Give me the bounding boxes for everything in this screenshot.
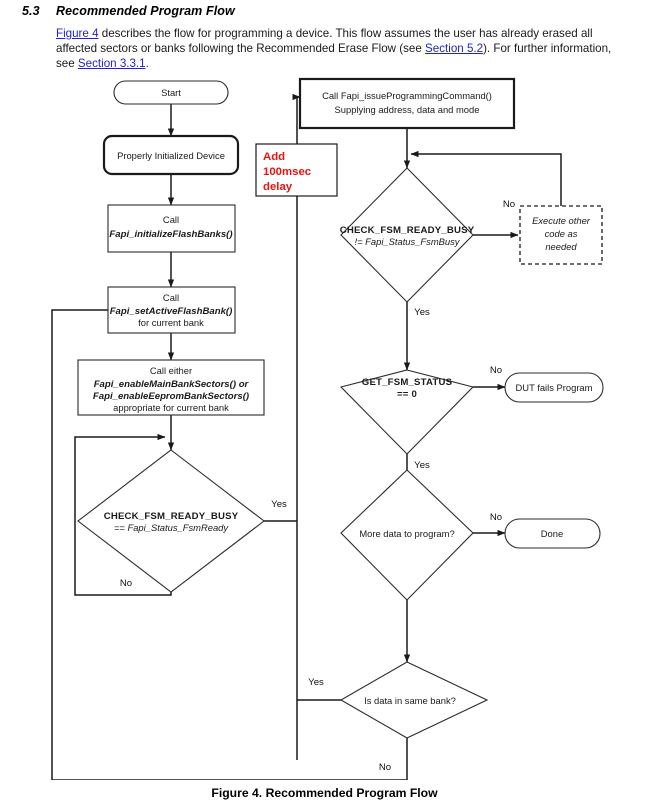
node-set-active-bank-line2: Fapi_setActiveFlashBank() — [110, 306, 233, 317]
node-set-active-bank-line1: Call — [163, 292, 179, 303]
node-enable-sectors-line4: appropriate for current bank — [113, 402, 229, 413]
edge-execute-other-loop — [410, 150, 562, 206]
node-issue-program: Call Fapi_issueProgrammingCommand() Supp… — [298, 77, 516, 130]
figure-caption: Figure 4. Recommended Program Flow — [211, 786, 438, 800]
node-check-busy-line2: != Fapi_Status_FsmBusy — [355, 236, 461, 247]
node-more-data: More data to program? — [340, 469, 474, 601]
node-set-active-bank: Call Fapi_setActiveFlashBank() for curre… — [107, 286, 236, 334]
node-enable-sectors: Call either Fapi_enableMainBankSectors()… — [77, 359, 265, 416]
node-init-device-label: Properly Initialized Device — [117, 150, 225, 161]
edge-check-ready-no-loop — [74, 433, 172, 596]
flowchart-figure: Start Properly Initialized Device Call F… — [0, 70, 649, 780]
node-execute-other-line2: code as — [545, 228, 578, 239]
node-dut-fails: DUT fails Program — [504, 372, 604, 403]
node-get-status-line1: GET_FSM_STATUS — [362, 377, 453, 388]
edge-label-check-busy-yes: Yes — [414, 307, 430, 318]
node-dut-fails-label: DUT fails Program — [516, 382, 593, 393]
edge-label-more-data-no: No — [490, 512, 502, 523]
node-same-bank: Is data in same bank? — [339, 661, 489, 739]
edge-label-check-busy-no: No — [503, 199, 515, 210]
node-check-ready-line1: CHECK_FSM_READY_BUSY — [104, 511, 239, 522]
intro-text-3: . — [145, 57, 149, 71]
node-get-status: GET_FSM_STATUS == 0 — [339, 369, 475, 455]
edge-label-check-ready-no: No — [120, 578, 132, 589]
connector-layer — [51, 93, 562, 780]
node-execute-other-line1: Execute other — [532, 215, 591, 226]
intro-text-2: ). For further information, see — [56, 42, 612, 71]
annotation-add-delay: Add 100msec delay — [255, 143, 338, 197]
node-execute-other-line3: needed — [545, 241, 577, 252]
node-execute-other: Execute other code as needed — [519, 205, 603, 265]
node-check-busy: CHECK_FSM_READY_BUSY != Fapi_Status_FsmB… — [340, 167, 475, 303]
node-init-flash-banks-line1: Call — [163, 214, 179, 225]
node-init-flash-banks-line2: Fapi_initializeFlashBanks() — [109, 229, 232, 240]
node-init-flash-banks: Call Fapi_initializeFlashBanks() — [107, 204, 236, 253]
node-enable-sectors-line1: Call either — [150, 365, 192, 376]
edge-label-get-status-no: No — [490, 365, 502, 376]
edge-same-bank-no-loop — [51, 306, 408, 780]
node-done-label: Done — [541, 528, 563, 539]
intro-paragraph: Figure 4 describes the flow for programm… — [56, 26, 626, 72]
node-check-ready: CHECK_FSM_READY_BUSY == Fapi_Status_FsmR… — [77, 449, 265, 593]
node-same-bank-label: Is data in same bank? — [364, 695, 456, 706]
edge-label-same-bank-yes: Yes — [308, 677, 324, 688]
node-get-status-line2: == 0 — [397, 389, 417, 400]
node-enable-sectors-line2: Fapi_enableMainBankSectors() or — [94, 379, 250, 390]
link-section-3-3-1[interactable]: Section 3.3.1 — [77, 57, 146, 71]
node-enable-sectors-line3: Fapi_enableEepromBankSectors() — [93, 391, 249, 402]
link-figure-4[interactable]: Figure 4 — [56, 27, 99, 40]
node-start-label: Start — [161, 87, 181, 98]
section-heading: 5.3 Recommended Program Flow — [22, 4, 622, 18]
node-done: Done — [504, 518, 601, 549]
node-start: Start — [113, 80, 229, 105]
annotation-delay-line2: 100msec — [263, 166, 311, 178]
link-section-5-2[interactable]: Section 5.2 — [425, 42, 484, 56]
node-check-busy-line1: CHECK_FSM_READY_BUSY — [340, 225, 475, 236]
node-issue-program-line2: Supplying address, data and mode — [335, 104, 480, 115]
edge-label-check-ready-yes: Yes — [271, 499, 287, 510]
section-number: 5.3 — [22, 4, 40, 18]
edge-label-get-status-yes: Yes — [414, 460, 430, 471]
edge-label-same-bank-no: No — [379, 762, 391, 773]
intro-text-1: describes the flow for programming a dev… — [56, 27, 593, 56]
node-issue-program-line1: Call Fapi_issueProgrammingCommand() — [322, 90, 492, 101]
node-check-ready-line2: == Fapi_Status_FsmReady — [114, 522, 229, 533]
node-set-active-bank-line3: for current bank — [138, 317, 204, 328]
node-more-data-label: More data to program? — [359, 528, 454, 539]
section-title: Recommended Program Flow — [56, 4, 235, 18]
annotation-delay-line3: delay — [263, 181, 293, 193]
annotation-delay-line1: Add — [263, 151, 285, 163]
node-init-device: Properly Initialized Device — [102, 134, 240, 176]
